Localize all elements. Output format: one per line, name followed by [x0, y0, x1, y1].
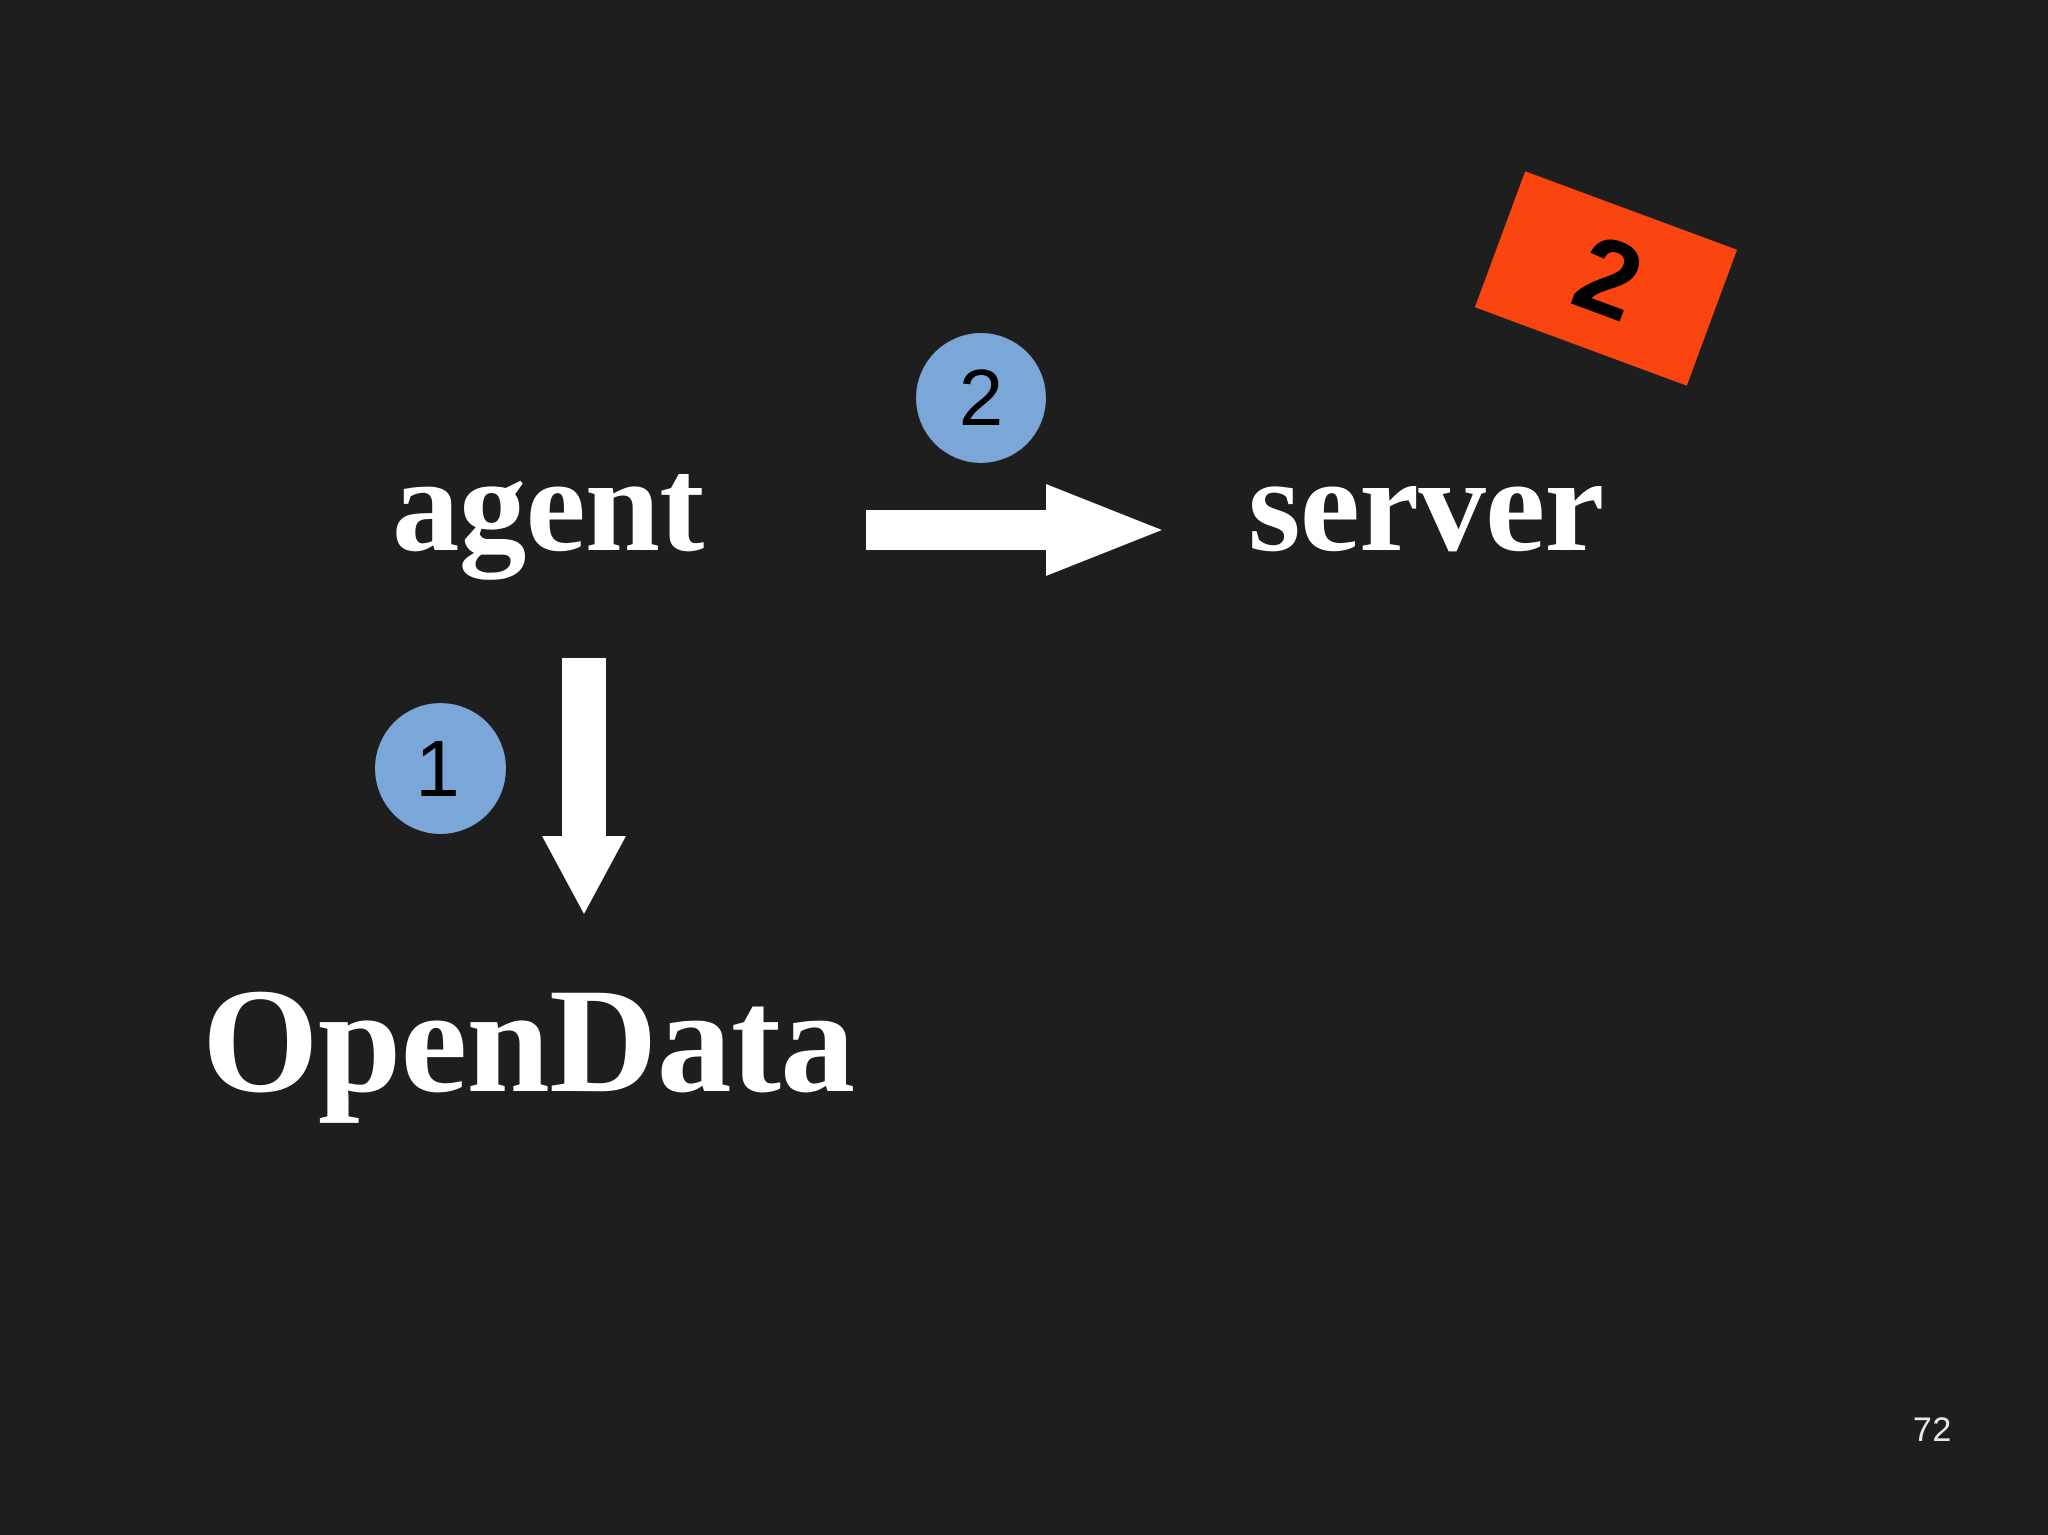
page-number: 72 — [1912, 1411, 1952, 1449]
step-badge-1-label: 1 — [415, 723, 460, 813]
node-label-opendata: OpenData — [202, 958, 855, 1124]
callout-orange-badge: 2 — [1474, 171, 1738, 386]
node-label-server: server — [1248, 431, 1604, 580]
callout-orange-label: 2 — [1559, 209, 1658, 345]
arrow-down-icon — [542, 658, 626, 914]
step-badge-2: 2 — [916, 333, 1046, 463]
step-badge-2-label: 2 — [958, 353, 1004, 442]
arrow-right-icon — [866, 484, 1162, 576]
step-badge-1: 1 — [375, 703, 506, 834]
node-label-agent: agent — [392, 431, 704, 580]
